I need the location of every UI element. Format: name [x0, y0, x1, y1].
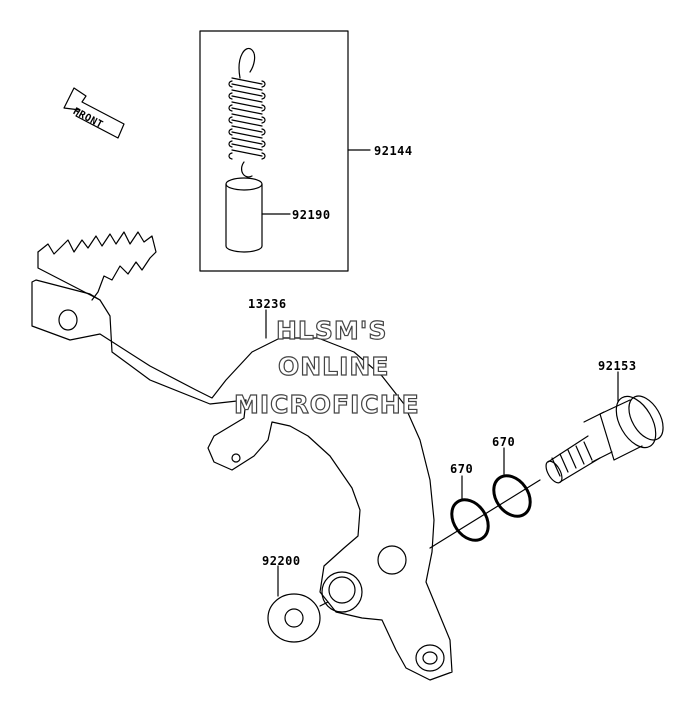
- spring: [228, 47, 266, 178]
- part-label-collar: 92190: [292, 208, 331, 222]
- part-label-o-ring-inner: 670: [450, 462, 474, 476]
- watermark-line-1: HLSM'S: [275, 316, 388, 345]
- o-ring-outer: [492, 474, 532, 518]
- axis-washer-to-pedal: [319, 601, 329, 607]
- part-label-pivot-bolt: 92153: [598, 359, 637, 373]
- pedal-boss-hole: [328, 576, 356, 604]
- part-label-spring-kit: 92144: [374, 144, 413, 158]
- pedal-pivot-hole: [58, 309, 78, 331]
- part-label-o-ring-outer: 670: [492, 435, 516, 449]
- part-label-brake-pedal: 13236: [248, 297, 287, 311]
- washer: [267, 593, 321, 643]
- watermark-line-2: ONLINE: [277, 352, 390, 381]
- axis-bolt-to-pedal: [429, 479, 541, 549]
- part-label-washer: 92200: [262, 554, 301, 568]
- front-arrow-icon: [63, 87, 125, 139]
- pivot-bolt: [545, 395, 664, 484]
- o-ring-inner: [450, 498, 490, 542]
- collar: [225, 177, 263, 253]
- watermark-line-3: MICROFICHE: [233, 390, 420, 419]
- spring-kit-box: [199, 30, 349, 272]
- brake-pedal: [31, 231, 453, 681]
- pedal-end-hole: [415, 644, 445, 672]
